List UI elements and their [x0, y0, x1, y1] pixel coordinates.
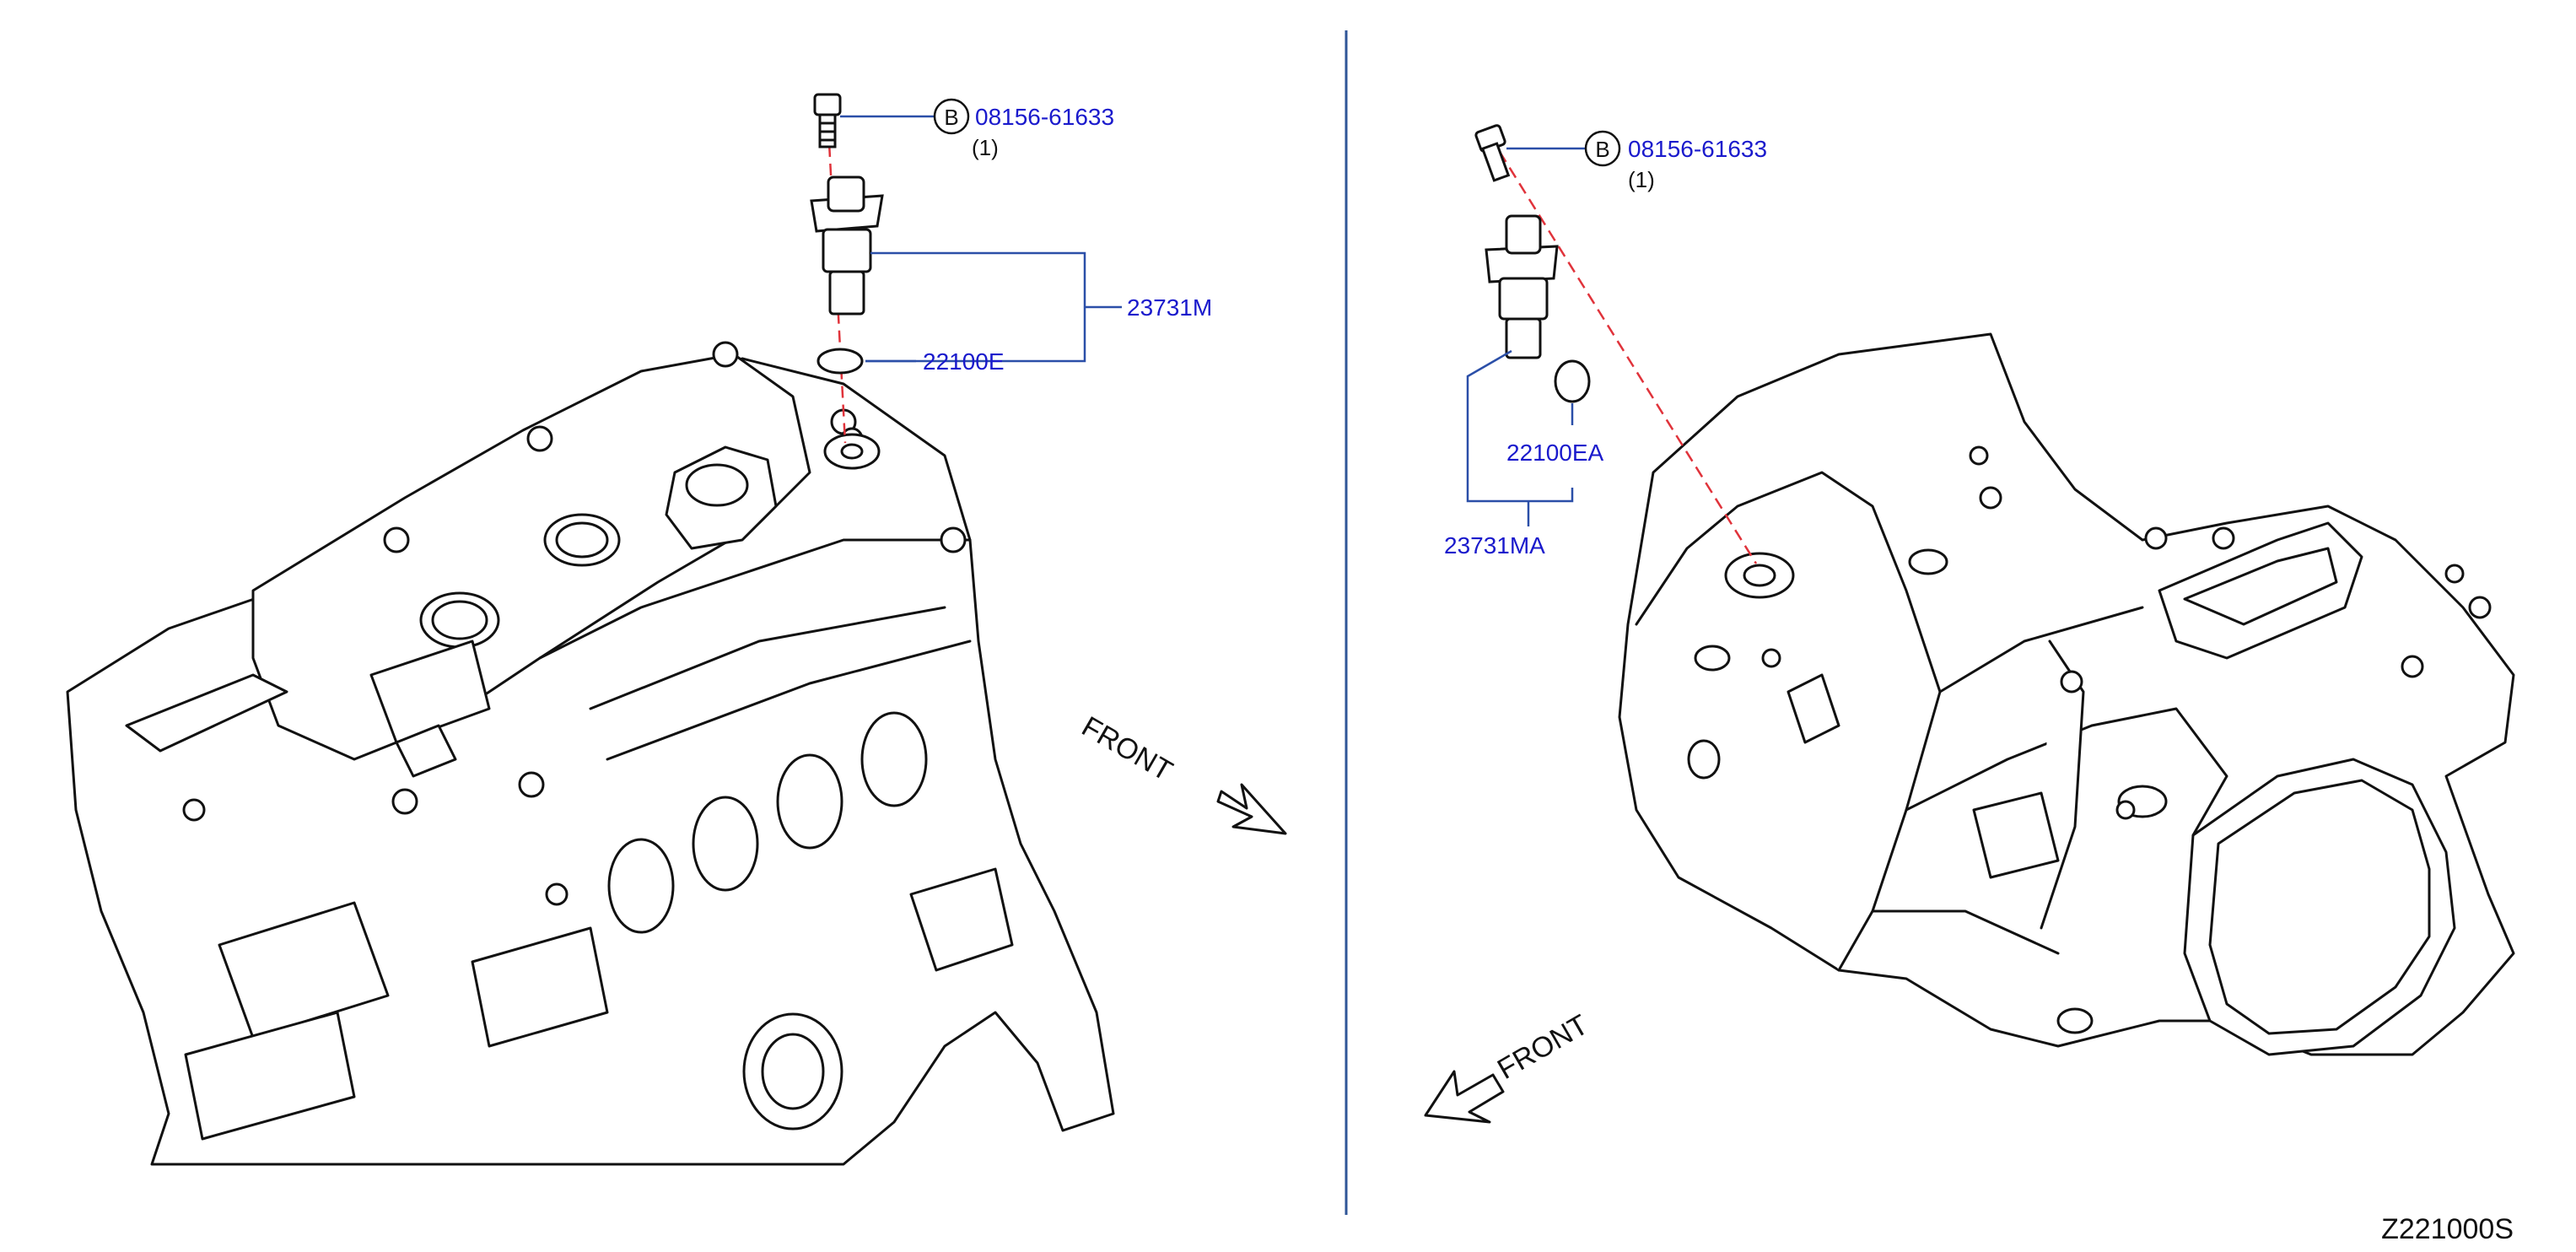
- right-front-indicator: FRONT: [1424, 1008, 1593, 1124]
- right-leader-lines: [1466, 147, 1586, 526]
- right-bolt-qty: (1): [1628, 167, 1655, 192]
- right-exploded-parts: [1474, 124, 1758, 564]
- right-front-label: FRONT: [1492, 1008, 1593, 1085]
- right-sensor-part: [1485, 214, 1559, 359]
- right-oring-part: [1554, 359, 1591, 403]
- left-bolt-badge-letter: B: [944, 105, 958, 130]
- left-bolt-part-number[interactable]: 08156-61633: [975, 104, 1114, 130]
- right-bolt-part-number[interactable]: 08156-61633: [1628, 136, 1767, 162]
- right-bolt-part: [1474, 124, 1511, 182]
- left-exploded-parts: [810, 93, 884, 444]
- left-oring-part-number[interactable]: 22100E: [923, 348, 1005, 375]
- engine-drawing: [66, 341, 1115, 1166]
- left-oring-part: [816, 348, 864, 375]
- right-bolt-badge: B: [1584, 130, 1621, 167]
- left-leader-lines: [840, 115, 1122, 363]
- diagram-code: Z221000S: [2381, 1213, 2514, 1245]
- right-front-arrow-icon: [1424, 1070, 1505, 1124]
- left-sensor-part-number[interactable]: 23731M: [1127, 294, 1212, 321]
- right-sensor-part-number[interactable]: 23731MA: [1444, 532, 1545, 559]
- left-front-indicator: FRONT: [1076, 710, 1287, 835]
- left-front-arrow-icon: [1216, 783, 1287, 835]
- transaxle-drawing: [1618, 332, 2515, 1056]
- left-sensor-part: [810, 175, 884, 316]
- left-bolt-badge: B: [933, 98, 970, 135]
- left-bolt-qty: (1): [972, 135, 999, 160]
- right-center-line: [1498, 151, 1758, 564]
- left-bolt-part: [813, 93, 842, 148]
- right-bolt-badge-letter: B: [1595, 137, 1609, 162]
- right-oring-part-number[interactable]: 22100EA: [1506, 440, 1604, 466]
- left-front-label: FRONT: [1076, 710, 1178, 787]
